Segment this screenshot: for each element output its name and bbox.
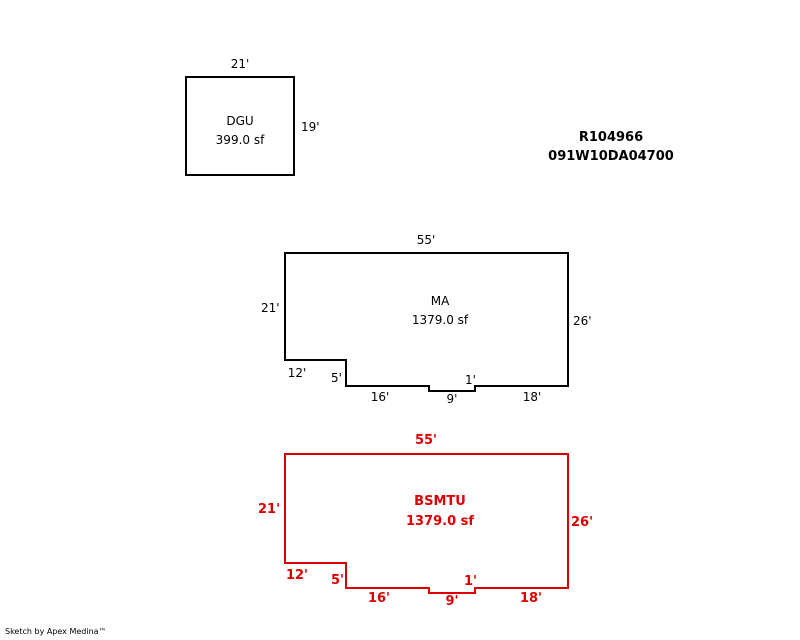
bsmtu-bottom-b-dimension: 18' bbox=[520, 591, 542, 606]
bsmtu-name-label: BSMTU bbox=[414, 494, 466, 509]
bsmtu-step-side-dimension: 5' bbox=[331, 573, 344, 588]
bsmtu-notch-dimension: 9' bbox=[445, 594, 458, 609]
ma-top-dimension: 55' bbox=[417, 233, 436, 247]
bsmtu-step-bottom-dimension: 12' bbox=[286, 568, 308, 583]
bsmtu-area-label: 1379.0 sf bbox=[406, 514, 474, 529]
parcel-account-number: R104966 bbox=[579, 130, 643, 145]
dgu-top-dimension: 21' bbox=[231, 57, 250, 71]
ma-outline bbox=[284, 252, 569, 392]
dgu-area-label: 399.0 sf bbox=[216, 133, 265, 147]
parcel-map-number: 091W10DA04700 bbox=[548, 149, 674, 164]
dgu-right-dimension: 19' bbox=[301, 120, 320, 134]
dgu-name-label: DGU bbox=[226, 114, 253, 128]
ma-notch-dimension: 9' bbox=[447, 392, 458, 406]
ma-notch-side-dimension: 1' bbox=[465, 373, 476, 387]
bsmtu-outline bbox=[284, 453, 569, 594]
ma-left-dimension: 21' bbox=[261, 301, 280, 315]
bsmtu-notch-side-dimension: 1' bbox=[464, 574, 477, 589]
ma-step-side-dimension: 5' bbox=[331, 371, 342, 385]
bsmtu-area: 55' 21' 26' 12' 5' 16' 9' 1' 18' BSMTU 1… bbox=[258, 433, 593, 609]
sketch-credit: Sketch by Apex Medina™ bbox=[5, 627, 107, 636]
ma-area-label: 1379.0 sf bbox=[412, 313, 469, 327]
ma-name-label: MA bbox=[431, 294, 450, 308]
ma-step-bottom-dimension: 12' bbox=[288, 366, 307, 380]
dgu-area: 21' 19' DGU 399.0 sf bbox=[185, 57, 320, 176]
ma-right-dimension: 26' bbox=[573, 314, 592, 328]
ma-bottom-b-dimension: 18' bbox=[523, 390, 542, 404]
ma-area: 55' 21' 26' 12' 5' 16' 9' 1' 18' MA 1379… bbox=[261, 233, 592, 406]
bsmtu-bottom-a-dimension: 16' bbox=[368, 591, 390, 606]
dgu-outline bbox=[185, 76, 295, 176]
bsmtu-left-dimension: 21' bbox=[258, 502, 280, 517]
bsmtu-top-dimension: 55' bbox=[415, 433, 437, 448]
bsmtu-right-dimension: 26' bbox=[571, 515, 593, 530]
ma-bottom-a-dimension: 16' bbox=[371, 390, 390, 404]
